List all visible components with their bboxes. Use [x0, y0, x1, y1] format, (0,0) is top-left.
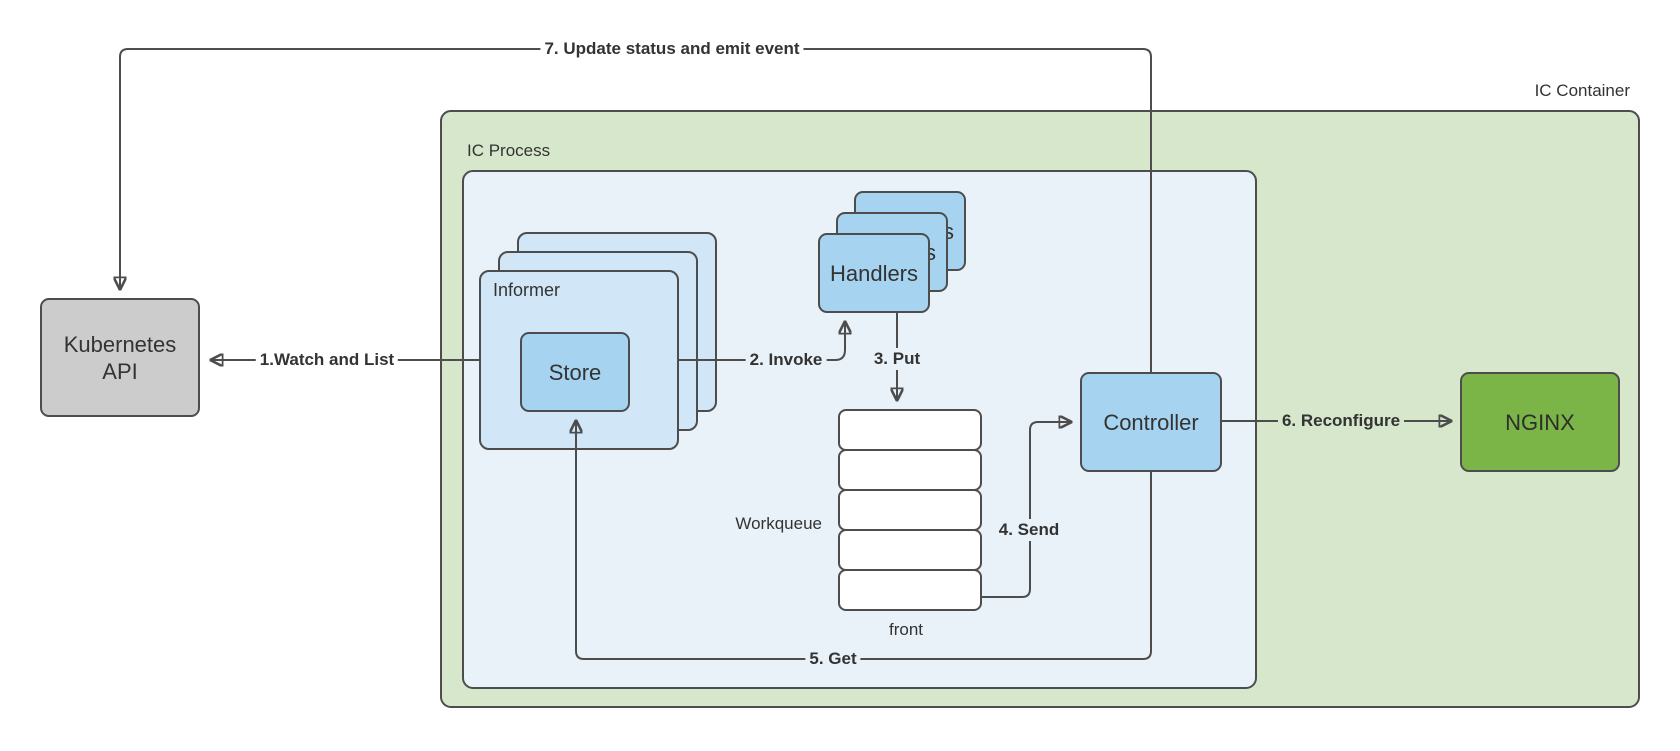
controller-label: Controller	[1103, 409, 1199, 435]
informer-label: Informer	[493, 280, 561, 300]
kubernetes-api-label: Kubernetes API	[63, 331, 177, 384]
edge-label-put: 3. Put	[869, 348, 925, 370]
edge-label-get: 5. Get	[805, 648, 861, 670]
ic-process-label: IC Process	[467, 141, 551, 160]
controller-node: Controller	[1080, 372, 1222, 472]
workqueue-slot	[838, 489, 982, 531]
workqueue-label: Workqueue	[735, 514, 822, 533]
workqueue-slot	[838, 409, 982, 451]
workqueue-slot	[838, 529, 982, 571]
nginx-node: NGINX	[1460, 372, 1620, 472]
workqueue-slot	[838, 449, 982, 491]
workqueue-slot	[838, 569, 982, 611]
workqueue-node	[838, 409, 982, 611]
store-label: Store	[548, 359, 602, 385]
edge-label-invoke: 2. Invoke	[745, 349, 827, 371]
edge-label-reconfigure: 6. Reconfigure	[1277, 410, 1405, 432]
workqueue-front-label: front	[888, 620, 924, 639]
edge-label-update-status: 7. Update status and emit event	[540, 38, 804, 60]
nginx-label: NGINX	[1505, 409, 1575, 435]
ic-container-label: IC Container	[1534, 81, 1630, 100]
edge-label-send: 4. Send	[994, 519, 1064, 541]
store-node: Store	[520, 332, 630, 412]
handlers-label: Handlers	[829, 260, 919, 286]
handlers-box-front: Handlers	[818, 233, 930, 313]
kubernetes-api-node: Kubernetes API	[40, 298, 200, 417]
edge-label-watch-and-list: 1.Watch and List	[255, 349, 399, 371]
